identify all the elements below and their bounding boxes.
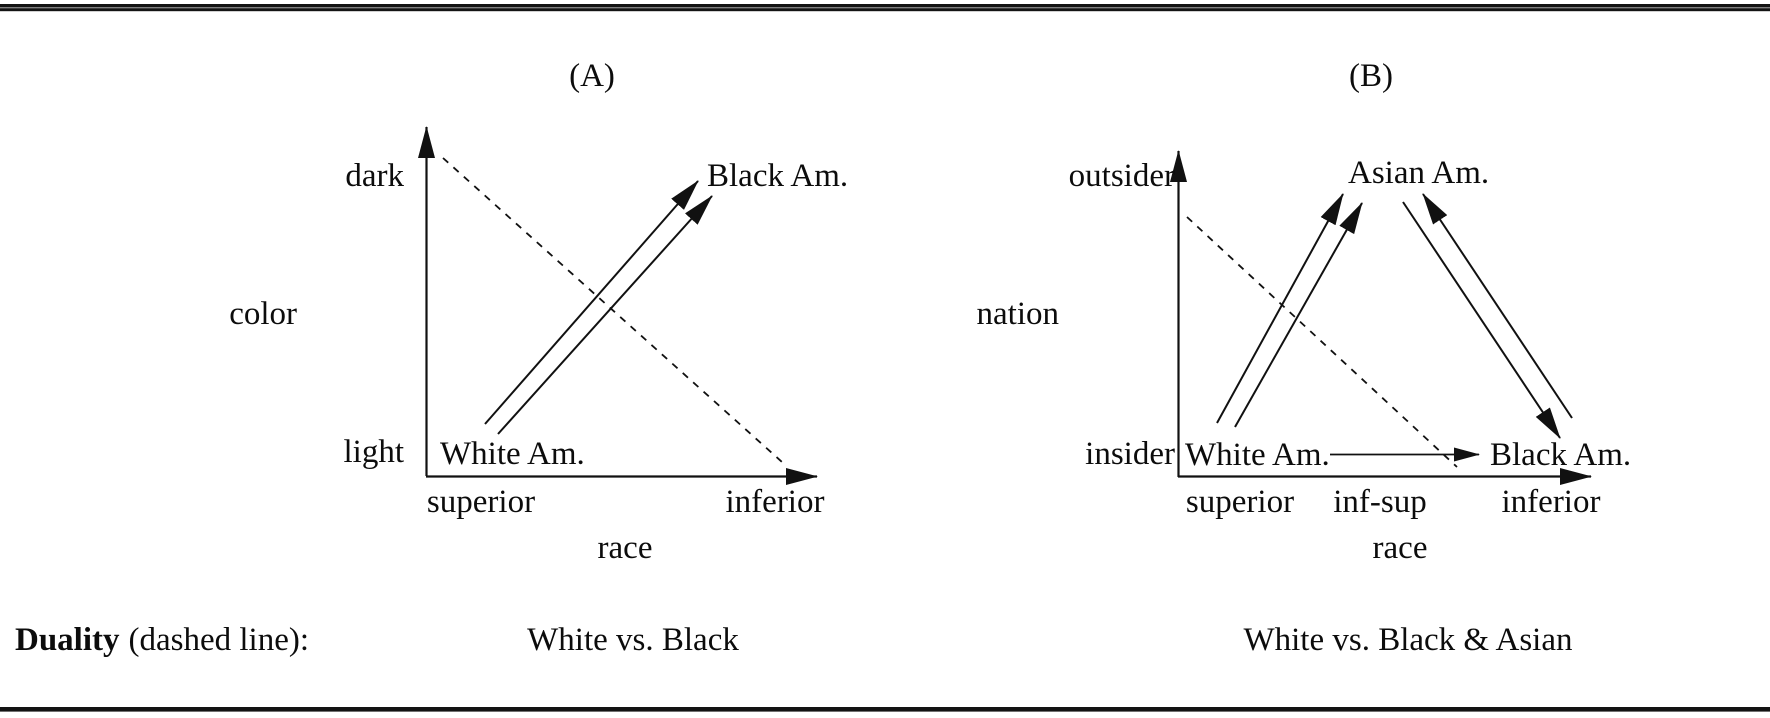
panel-b-black-to-asian-arrow — [1422, 193, 1573, 419]
panel-b-node-asian-am: Asian Am. — [1348, 155, 1489, 191]
panel-b: (B) outsider insider nation superior inf… — [977, 58, 1632, 566]
panel-a-caption: White vs. Black — [527, 622, 739, 658]
panel-a-x-right-label: inferior — [726, 484, 825, 520]
panel-b-title: (B) — [1349, 58, 1393, 94]
panel-b-white-to-asian-arrow-1 — [1216, 193, 1344, 424]
panel-b-node-white-am: White Am. — [1185, 437, 1330, 473]
panel-a-y-top-label: dark — [345, 158, 404, 194]
panel-a-x-axis-label: race — [598, 530, 653, 566]
panel-a-duality-dashed-line — [442, 157, 783, 463]
panel-b-x-right-label: inferior — [1502, 484, 1601, 520]
panel-b-x-left-label: superior — [1186, 484, 1294, 520]
panel-b-x-mid-label: inf-sup — [1333, 484, 1427, 520]
panel-a-node-black-am: Black Am. — [707, 158, 848, 194]
panel-b-duality-dashed-line — [1186, 216, 1458, 468]
panel-a-mobility-arrow-2 — [497, 195, 713, 435]
panel-b-node-black-am: Black Am. — [1490, 437, 1631, 473]
panel-a-title: (A) — [569, 58, 615, 94]
panel-b-caption: White vs. Black & Asian — [1243, 622, 1572, 658]
caption-row: Duality(dashed line): White vs. Black Wh… — [15, 622, 1573, 658]
panel-a-y-bottom-label: light — [343, 434, 404, 470]
panel-b-x-axis-label: race — [1373, 530, 1428, 566]
panel-a-node-white-am: White Am. — [440, 436, 585, 472]
duality-rest: (dashed line): — [129, 622, 310, 658]
duality-legend-label: Duality(dashed line): — [15, 622, 309, 658]
panel-b-white-to-asian-arrow-2 — [1234, 202, 1363, 428]
panel-a-mobility-arrow-1 — [484, 180, 699, 425]
panel-b-y-bottom-label: insider — [1085, 436, 1175, 472]
panel-b-y-axis-label: nation — [977, 296, 1059, 332]
panel-a-x-left-label: superior — [427, 484, 535, 520]
panel-b-asian-to-black-arrow — [1402, 201, 1561, 439]
panel-b-y-top-label: outsider — [1069, 158, 1175, 194]
panel-a-y-axis-label: color — [229, 296, 297, 332]
bottom-border-rule — [0, 707, 1770, 712]
duality-term: Duality — [15, 622, 120, 658]
top-border-rule — [0, 4, 1770, 12]
panel-a: (A) dark light color superior inferior r… — [229, 58, 848, 566]
